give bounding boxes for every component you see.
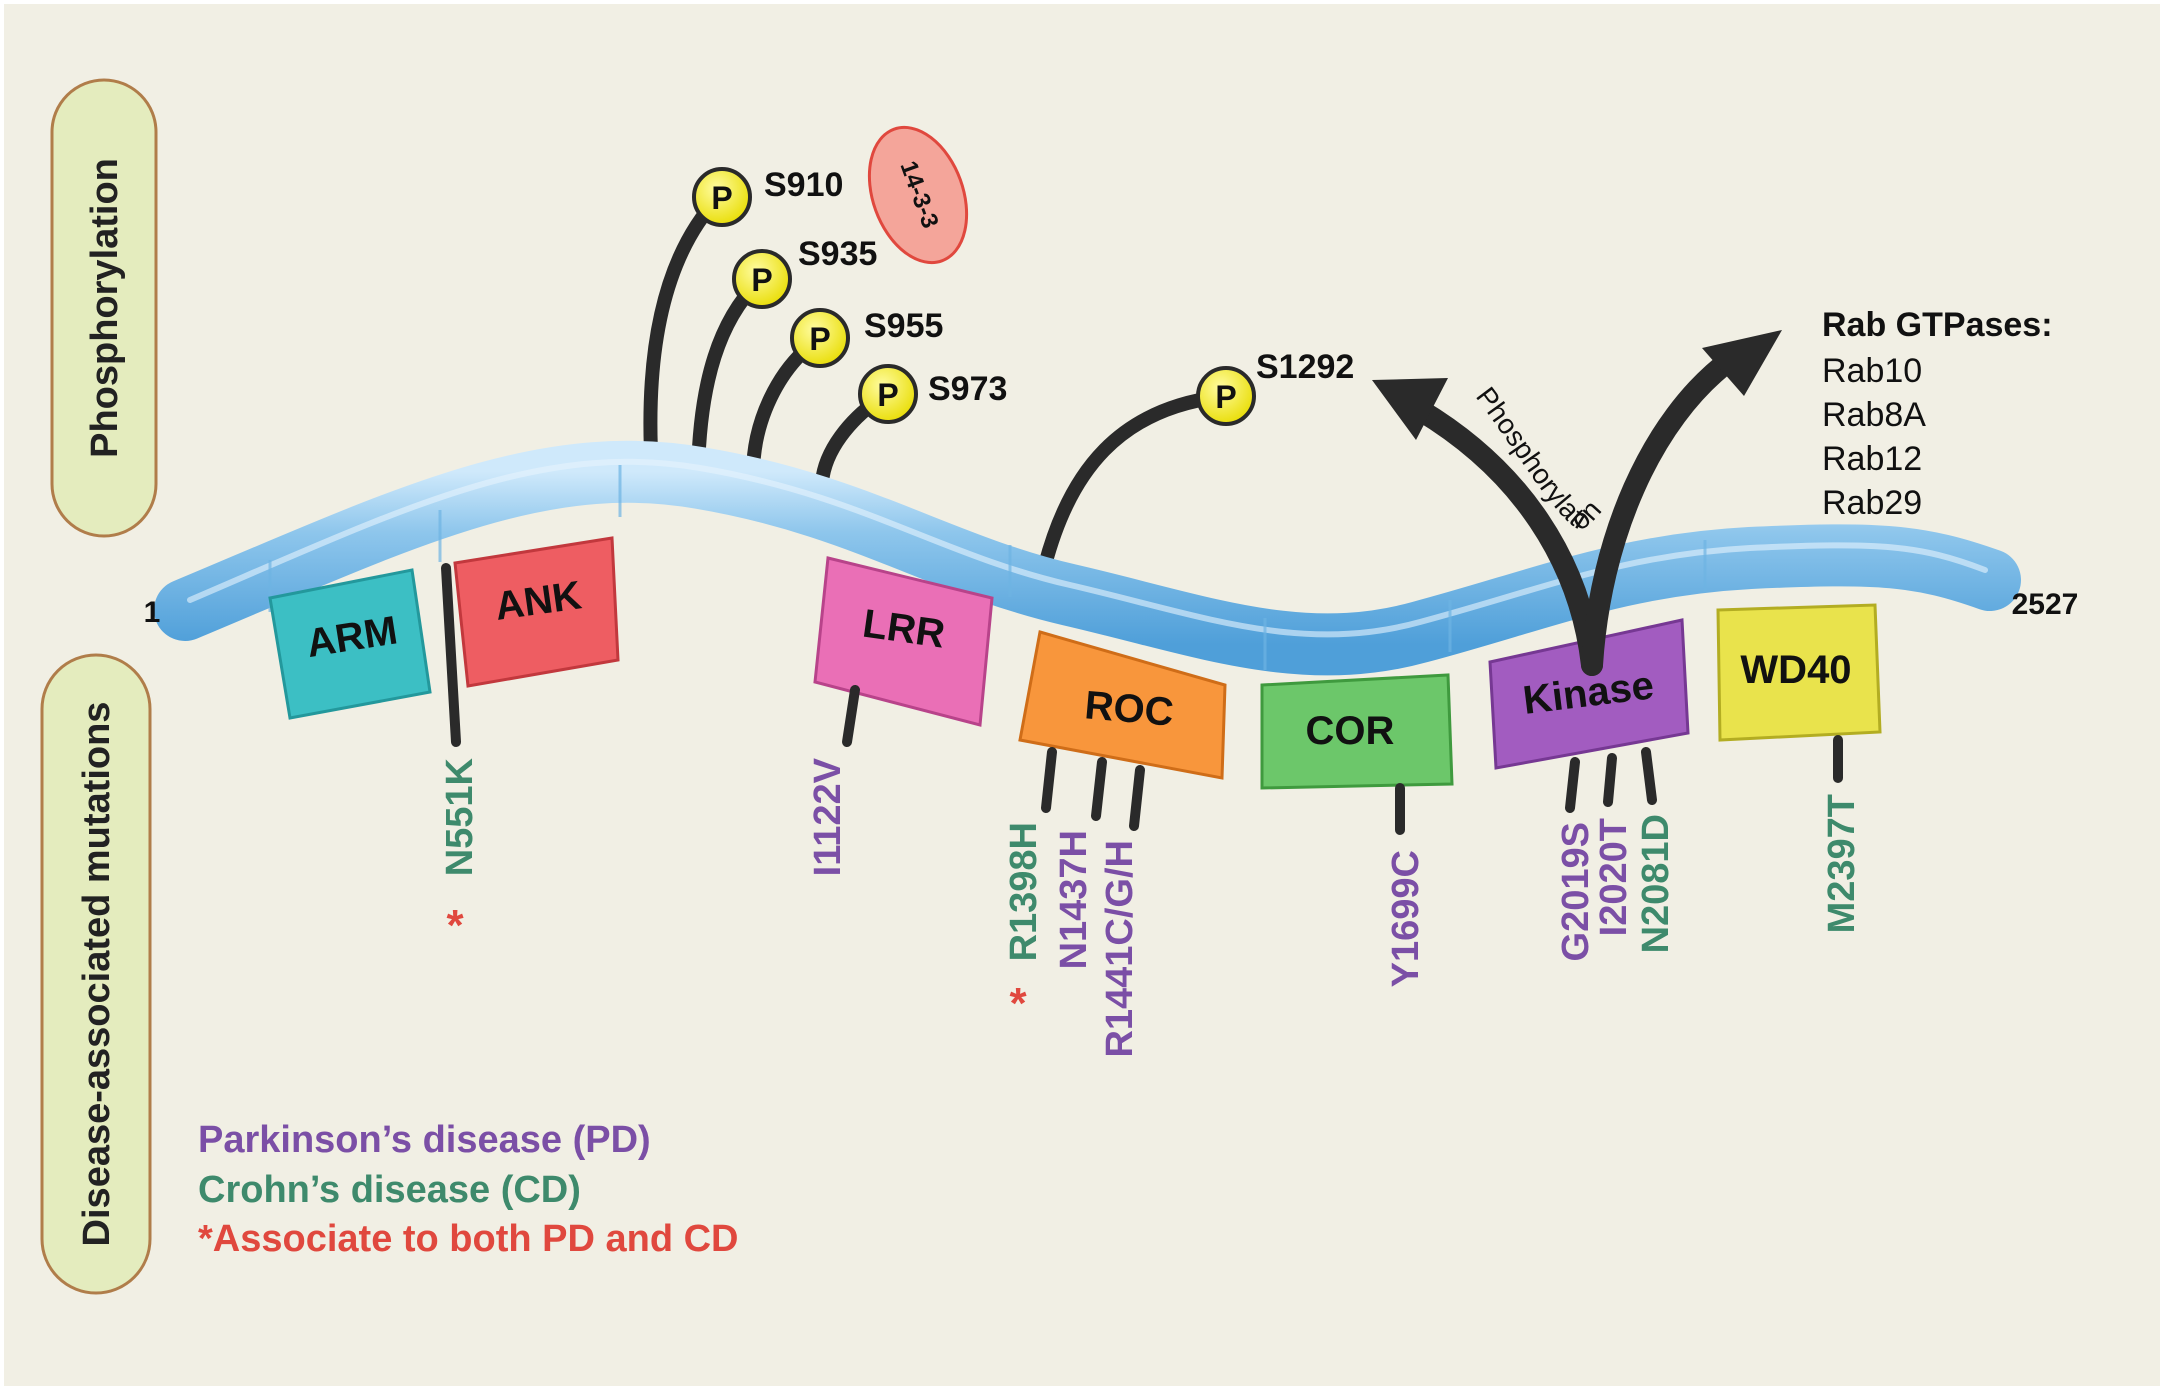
phosphorylation-side-label: Phosphorylation [84, 158, 126, 458]
both-disease-marker: * [446, 901, 464, 950]
legend-pd: Parkinson’s disease (PD) [198, 1119, 651, 1161]
mutations-side-label: Disease-associated mutations [76, 702, 118, 1247]
legend: Parkinson’s disease (PD) Crohn’s disease… [198, 1119, 739, 1260]
substrates-title: Rab GTPases: [1822, 306, 2053, 344]
legend-both: *Associate to both PD and CD [198, 1218, 739, 1260]
mutation-label: G2019S [1555, 822, 1597, 961]
mutation-label: M2397T [1821, 794, 1863, 933]
phospho-site-label: S955 [864, 307, 943, 345]
both-disease-marker: * [1009, 979, 1027, 1028]
domain-kinase: Kinase [1488, 618, 1690, 770]
c-terminus-label: 2527 [2012, 588, 2079, 621]
domain-wd40: WD40 [1716, 603, 1882, 742]
mutations-pill: Disease-associated mutations [40, 653, 152, 1295]
substrate-item: Rab10 [1822, 352, 1922, 390]
phospho-site-s973: P S973 [858, 364, 1007, 424]
phospho-marker: P [711, 180, 732, 216]
phospho-site-s1292: P S1292 [1196, 348, 1354, 426]
mutation-labels: N551K I1122V R1398H N1437H R1441C/G/H Y1… [439, 757, 1863, 1057]
phospho-marker: P [877, 377, 898, 413]
phospho-marker: P [1215, 379, 1236, 415]
substrate-item: Rab29 [1822, 484, 1922, 522]
mutation-label: I1122V [807, 757, 849, 876]
substrates-list: Rab GTPases: Rab10 Rab8A Rab12 Rab29 [1822, 306, 2053, 522]
phospho-site-label: S935 [798, 235, 877, 273]
phosphorylation-pill: Phosphorylation [50, 78, 158, 538]
domain-roc: ROC [1018, 630, 1227, 780]
domain-arm: ARM [268, 568, 432, 720]
mutation-label: N1437H [1053, 830, 1095, 969]
mutation-label: Y1699C [1385, 850, 1427, 987]
n-terminus-label: 1 [144, 596, 161, 629]
domain-label: ROC [1083, 683, 1175, 735]
phospho-site-label: S1292 [1256, 348, 1354, 386]
mutation-label: R1398H [1003, 822, 1045, 961]
domain-label: WD40 [1740, 648, 1851, 692]
backbone-segments [268, 465, 1707, 670]
mutation-stems [441, 563, 1843, 835]
substrate-item: Rab8A [1822, 396, 1926, 434]
phospho-site-s910: P S910 [692, 166, 843, 227]
mutation-label: I2020T [1593, 818, 1635, 936]
protein-backbone [154, 440, 2021, 676]
domain-lrr: LRR [813, 556, 994, 727]
domain-label: COR [1306, 709, 1395, 753]
phospho-marker: P [809, 321, 830, 357]
phospho-site-s955: P S955 [790, 307, 943, 368]
mutation-label: R1441C/G/H [1099, 840, 1141, 1058]
mutation-label: N551K [439, 757, 481, 876]
legend-cd: Crohn’s disease (CD) [198, 1169, 581, 1211]
domain-cor: COR [1260, 673, 1454, 790]
phospho-site-label: S973 [928, 370, 1007, 408]
phospho-site-s935: P S935 [732, 235, 877, 309]
domain-ank: ANK [453, 536, 620, 688]
phospho-marker: P [751, 262, 772, 298]
mutation-label: N2081D [1635, 814, 1677, 953]
binding-partner-14-3-3: 14-3-3 [867, 125, 969, 265]
phospho-site-label: S910 [764, 166, 843, 204]
substrate-item: Rab12 [1822, 440, 1922, 478]
